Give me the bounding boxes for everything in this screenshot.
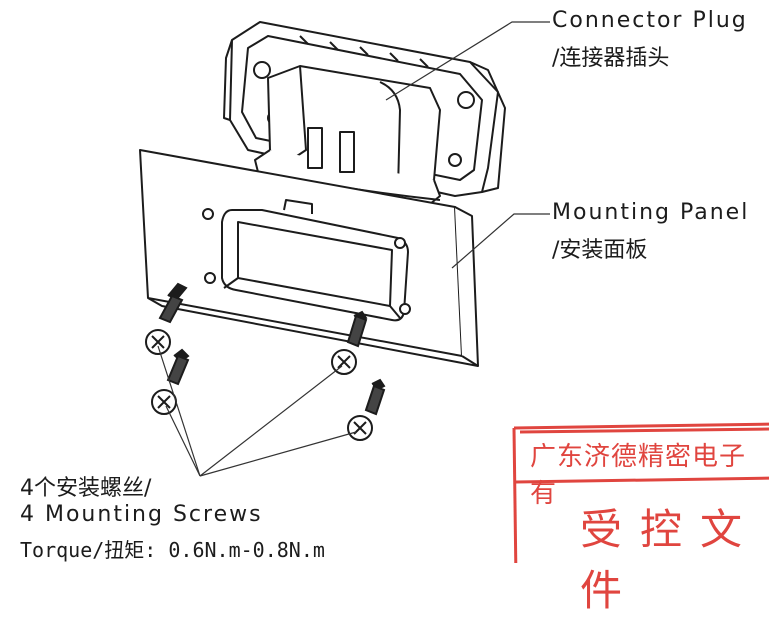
leader-panel bbox=[451, 213, 550, 269]
leader-screw-1 bbox=[157, 345, 201, 477]
connector-plug-label-en: Connector Plug bbox=[552, 8, 748, 33]
mounting-panel-label-zh: /安装面板 bbox=[552, 238, 648, 263]
leader-connector bbox=[385, 21, 550, 101]
control-stamp bbox=[512, 422, 769, 563]
diagram-canvas bbox=[139, 21, 769, 563]
screws-label-zh: 4个安装螺丝/ bbox=[20, 476, 152, 501]
leader-screw-3 bbox=[199, 365, 343, 477]
leader-screw-2 bbox=[165, 405, 201, 477]
torque-label: Torque/扭矩: 0.6N.m-0.8N.m bbox=[20, 538, 325, 562]
mounting-panel-label-en: Mounting Panel bbox=[552, 200, 750, 225]
stamp-company-text: 广东济德精密电子有 bbox=[530, 442, 747, 509]
leader-screw-4 bbox=[199, 431, 357, 477]
leader-lines bbox=[157, 21, 550, 477]
screws-label-en: 4 Mounting Screws bbox=[20, 502, 263, 527]
screw-4 bbox=[347, 378, 386, 441]
screw-2 bbox=[151, 348, 190, 415]
stamp-controlled-doc-text: 受控文件 bbox=[580, 505, 761, 615]
screw-1 bbox=[145, 282, 188, 355]
connector-plug-label-zh: /连接器插头 bbox=[552, 46, 670, 71]
screw-3 bbox=[331, 310, 368, 375]
mounting-panel bbox=[139, 149, 479, 367]
